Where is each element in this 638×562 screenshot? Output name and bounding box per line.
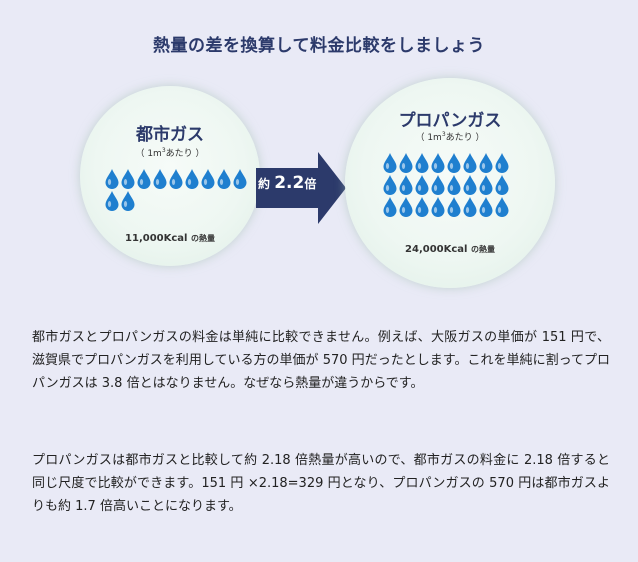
water-drop-icon (479, 175, 493, 195)
water-drop-icon (121, 169, 135, 189)
water-drop-icon (169, 169, 183, 189)
city-gas-title: 都市ガス (136, 125, 204, 145)
explanation-paragraph-2: プロパンガスは都市ガスと比較して約 2.18 倍熱量が高いので、都市ガスの料金に… (32, 453, 610, 514)
water-drop-icon (447, 197, 461, 217)
explanation-paragraph-1: 都市ガスとプロパンガスの料金は単純に比較できません。例えば、大阪ガスの単価が 1… (32, 330, 610, 391)
propane-gas-heat: 24,000Kcal の熱量 (405, 244, 495, 255)
water-drop-icon (415, 153, 429, 173)
water-drop-icon (383, 175, 397, 195)
propane-gas-title: プロパンガス (398, 111, 502, 131)
water-drop-icon (495, 175, 509, 195)
city-gas-circle: 都市ガス （ 1m3あたり ） 11,000Kcal の熱量 (80, 86, 260, 266)
ratio-label: 約 2.2倍 (258, 173, 317, 193)
water-drop-icon (431, 197, 445, 217)
city-gas-unit: （ 1m3あたり ） (135, 147, 205, 159)
water-drop-icon (447, 175, 461, 195)
water-drop-icon (201, 169, 215, 189)
water-drop-icon (121, 191, 135, 211)
water-drop-icon (233, 169, 247, 189)
propane-gas-drops (382, 152, 518, 218)
water-drop-icon (105, 169, 119, 189)
propane-gas-unit: （ 1m3あたり ） (415, 131, 485, 143)
water-drop-icon (463, 175, 477, 195)
water-drop-icon (431, 175, 445, 195)
water-drop-icon (399, 153, 413, 173)
city-gas-heat: 11,000Kcal の熱量 (125, 233, 215, 244)
water-drop-icon (479, 153, 493, 173)
water-drop-icon (463, 197, 477, 217)
water-drop-icon (495, 197, 509, 217)
page-title: 熱量の差を換算して料金比較をしましょう (153, 36, 485, 56)
water-drop-icon (105, 191, 119, 211)
water-drop-icon (399, 175, 413, 195)
water-drop-icon (383, 153, 397, 173)
water-drop-icon (415, 197, 429, 217)
water-drop-icon (479, 197, 493, 217)
water-drop-icon (185, 169, 199, 189)
water-drop-icon (495, 153, 509, 173)
water-drop-icon (153, 169, 167, 189)
arrow-right-icon (256, 152, 346, 224)
city-gas-drops (104, 168, 248, 212)
water-drop-icon (463, 153, 477, 173)
water-drop-icon (137, 169, 151, 189)
water-drop-icon (217, 169, 231, 189)
water-drop-icon (447, 153, 461, 173)
propane-gas-circle: プロパンガス （ 1m3あたり ） 24,000Kcal の熱量 (345, 78, 555, 288)
water-drop-icon (383, 197, 397, 217)
water-drop-icon (415, 175, 429, 195)
water-drop-icon (431, 153, 445, 173)
water-drop-icon (399, 197, 413, 217)
